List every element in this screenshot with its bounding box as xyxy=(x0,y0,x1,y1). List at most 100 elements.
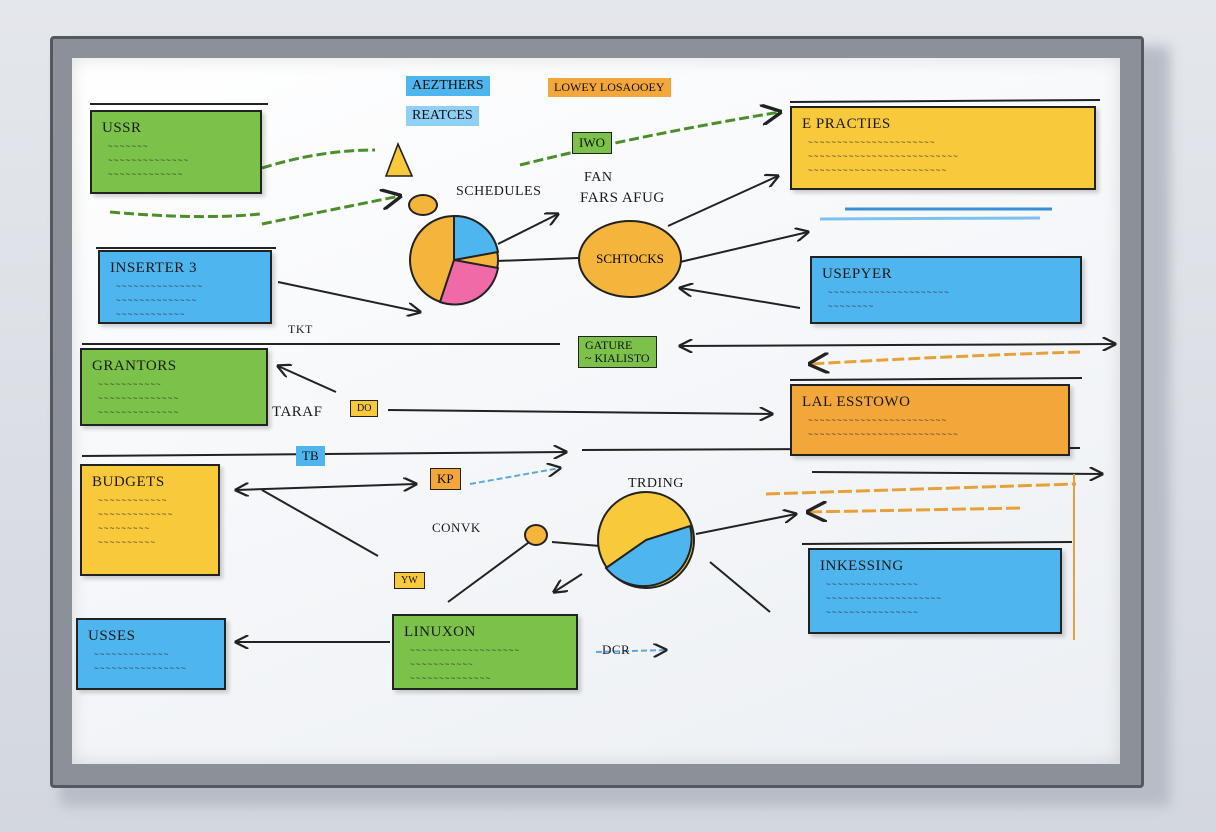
label-dcr: DCR xyxy=(602,642,631,657)
note-grantors: GRANTORS ~~~~~~~~~~~ ~~~~~~~~~~~~~~ ~~~~… xyxy=(80,348,268,426)
note-userpyer-line: ~~~~~~~~~~~~~~~~~~~~~ xyxy=(828,289,950,298)
note-insessing-line: ~~~~~~~~~~~~~~~~ xyxy=(826,609,919,618)
underline-blue-2 xyxy=(819,216,1041,221)
note-budgets-title: BUDGETS xyxy=(92,474,165,490)
arrow-pie2-left xyxy=(554,573,583,592)
arrow-top-green-3 xyxy=(261,196,400,226)
arrow-to-pie2 xyxy=(551,541,601,547)
blob-shape-1 xyxy=(408,194,438,216)
note-linuxon-title: LINUXON xyxy=(404,624,476,640)
note-grantors-line: ~~~~~~~~~~~~~~ xyxy=(98,395,180,404)
pie-chart-1 xyxy=(409,214,500,306)
note-practices-line: ~~~~~~~~~~~~~~~~~~~~~~ xyxy=(808,139,936,148)
label-schedules: SCHEDULES xyxy=(456,184,542,199)
arrow-pie2-right xyxy=(695,514,796,535)
note-user: USSR ~~~~~~~ ~~~~~~~~~~~~~~ ~~~~~~~~~~~~… xyxy=(90,110,262,194)
arrow-pie2-down xyxy=(709,561,771,613)
note-insessing-title: INKESSING xyxy=(820,558,904,574)
arrow-userpyer-to-oval xyxy=(680,288,801,309)
note-insessing-line: ~~~~~~~~~~~~~~~~~~~~ xyxy=(826,595,943,604)
tag-iwo: IWO xyxy=(572,132,612,154)
note-user-line: ~~~~~~~~~~~~~ xyxy=(108,171,184,180)
note-linuxon-line: ~~~~~~~~~~~~~~~~~~~ xyxy=(410,647,521,656)
arrow-budgets-diag xyxy=(261,489,379,557)
arrow-pie-to-tr xyxy=(497,214,558,245)
arrow-top-green-1 xyxy=(261,148,376,170)
label-covnk: CONVK xyxy=(432,520,481,535)
note-lal-line: ~~~~~~~~~~~~~~~~~~~~~~~~ xyxy=(808,417,948,426)
bracket-practices xyxy=(789,99,1101,103)
tag-gature: GATURE ~ KIALISTO xyxy=(578,336,657,368)
note-grantors-line: ~~~~~~~~~~~~~~ xyxy=(98,409,180,418)
note-usses-title: USSES xyxy=(88,628,136,644)
note-user-line: ~~~~~~~ xyxy=(108,143,149,152)
note-userpyer-title: USEPYER xyxy=(822,266,893,282)
label-trding: TRDING xyxy=(628,476,684,491)
arrow-blue-small xyxy=(469,468,560,485)
arrow-oval-to-userpyer xyxy=(679,232,808,263)
note-grantors-title: GRANTORS xyxy=(92,358,177,374)
pie-chart-2 xyxy=(597,491,695,589)
note-lal-title: LAL ESSTOWO xyxy=(802,394,911,410)
top-tag-2: LOWEY LOSAOOEY xyxy=(548,78,671,97)
note-budgets-line: ~~~~~~~~~~~~ xyxy=(98,497,168,506)
note-practices-line: ~~~~~~~~~~~~~~~~~~~~~~~~~~ xyxy=(808,153,959,162)
note-grantors-line: ~~~~~~~~~~~ xyxy=(98,381,162,390)
arrow-covnk-diag xyxy=(447,539,533,603)
note-usses-line: ~~~~~~~~~~~~~~~~ xyxy=(94,665,187,674)
note-budgets-line: ~~~~~~~~~ xyxy=(98,525,151,534)
note-userpyer: USEPYER ~~~~~~~~~~~~~~~~~~~~~ ~~~~~~~~ xyxy=(810,256,1082,324)
note-practices-line: ~~~~~~~~~~~~~~~~~~~~~~~~ xyxy=(808,167,948,176)
arrow-inserter-right xyxy=(277,281,420,312)
arrow-budgets-right xyxy=(236,484,416,490)
arrow-mid-long-right xyxy=(680,344,1115,346)
tag-tb: TB xyxy=(296,446,325,466)
note-usses-line: ~~~~~~~~~~~~~ xyxy=(94,651,170,660)
note-linuxon-line: ~~~~~~~~~~~ xyxy=(410,661,474,670)
note-lal-line: ~~~~~~~~~~~~~~~~~~~~~~~~~~ xyxy=(808,431,959,440)
note-lal: LAL ESSTOWO ~~~~~~~~~~~~~~~~~~~~~~~~ ~~~… xyxy=(790,384,1070,456)
note-linuxon: LINUXON ~~~~~~~~~~~~~~~~~~~ ~~~~~~~~~~~ … xyxy=(392,614,578,690)
note-inserter-line: ~~~~~~~~~~~~~~~ xyxy=(116,283,204,292)
label-taraf: TARAF xyxy=(272,404,323,420)
arrow-dcr xyxy=(595,650,666,652)
label-fans-afug: FARS AFUG xyxy=(580,190,665,206)
note-practices: E PRACTIES ~~~~~~~~~~~~~~~~~~~~~~ ~~~~~~… xyxy=(790,106,1096,190)
note-user-line: ~~~~~~~~~~~~~~ xyxy=(108,157,190,166)
arrow-top-green-4 xyxy=(519,112,780,167)
top-tag-3: REATCES xyxy=(406,106,479,126)
note-practices-title: E PRACTIES xyxy=(802,116,891,132)
note-inserter-line: ~~~~~~~~~~~~ xyxy=(116,311,186,320)
note-user-title: USSR xyxy=(102,120,142,136)
arrow-orange-dashes xyxy=(810,350,1081,364)
label-tkt: TKT xyxy=(288,322,313,336)
note-insessing-line: ~~~~~~~~~~~~~~~~ xyxy=(826,581,919,590)
triangle-shape xyxy=(384,141,414,177)
oval-schtocks: SCHTOCKS xyxy=(578,220,682,298)
note-usses: USSES ~~~~~~~~~~~~~ ~~~~~~~~~~~~~~~~ xyxy=(76,618,226,690)
arrow-orange-2 xyxy=(808,508,1023,512)
note-budgets-line: ~~~~~~~~~~ xyxy=(98,539,157,548)
arrow-top-green-2 xyxy=(109,210,261,219)
tag-dol: DO xyxy=(350,400,379,417)
arrow-oval-to-practices xyxy=(667,176,778,227)
top-tag-1: AEZTHERS xyxy=(406,76,490,96)
arrow-grantors-left xyxy=(278,366,337,393)
note-inserter-title: INSERTER 3 xyxy=(110,260,198,276)
tag-kp: KP xyxy=(430,468,461,490)
label-fan: FAN xyxy=(584,170,613,185)
arrow-to-lal xyxy=(387,410,772,414)
note-userpyer-line: ~~~~~~~~ xyxy=(828,303,875,312)
arrow-row3-right-2 xyxy=(811,472,1102,474)
arrow-orange-1 xyxy=(765,482,1077,496)
note-budgets-line: ~~~~~~~~~~~~~ xyxy=(98,511,174,520)
blob-shape-2 xyxy=(524,524,548,546)
note-inserter: INSERTER 3 ~~~~~~~~~~~~~~~ ~~~~~~~~~~~~~… xyxy=(98,250,272,324)
bracket-insessing xyxy=(801,541,1073,545)
tag-small-box: YW xyxy=(394,572,425,589)
bracket-lal xyxy=(789,377,1083,381)
note-budgets: BUDGETS ~~~~~~~~~~~~ ~~~~~~~~~~~~~ ~~~~~… xyxy=(80,464,220,576)
note-inserter-line: ~~~~~~~~~~~~~~ xyxy=(116,297,198,306)
note-insessing: INKESSING ~~~~~~~~~~~~~~~~ ~~~~~~~~~~~~~… xyxy=(808,548,1062,634)
